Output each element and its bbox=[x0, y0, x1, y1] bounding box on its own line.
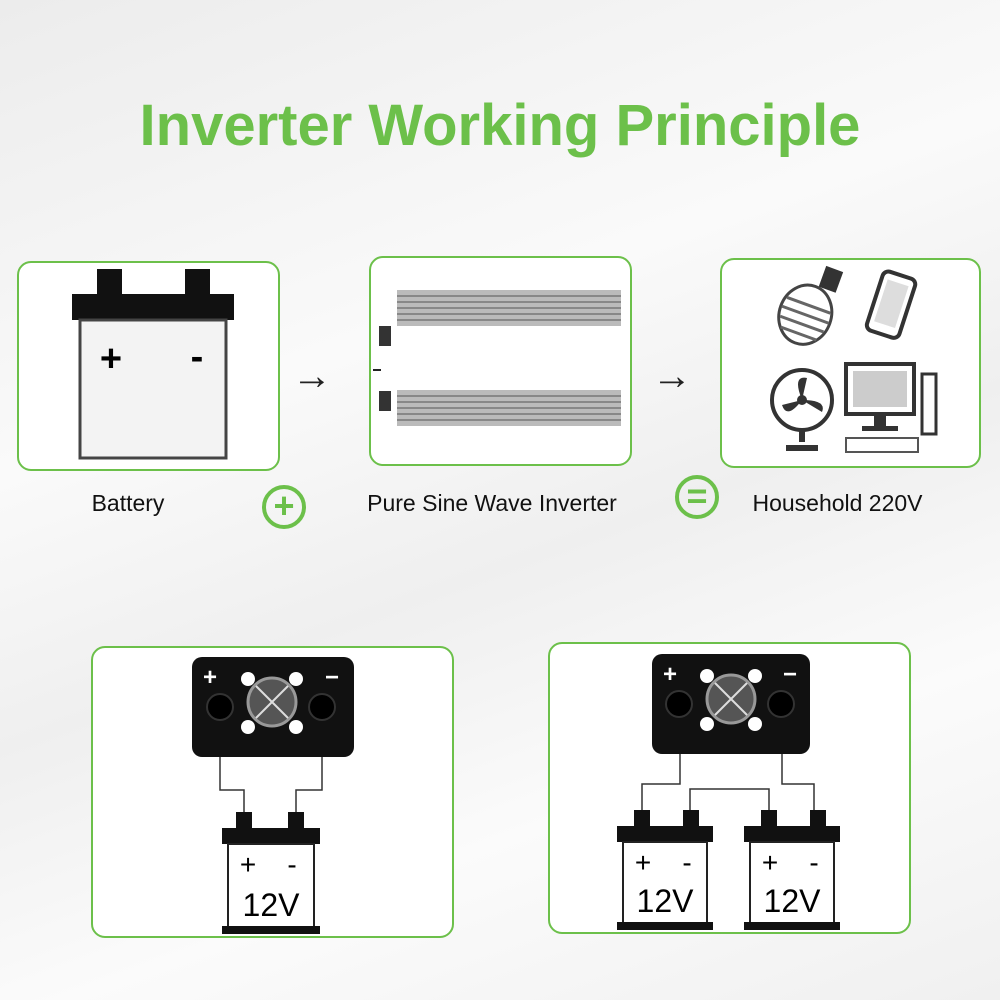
battery-voltage: 12V bbox=[637, 883, 695, 919]
plus-icon: + bbox=[262, 485, 306, 529]
equals-icon: = bbox=[675, 475, 719, 519]
phone-icon bbox=[864, 269, 918, 340]
battery-minus: - bbox=[809, 847, 818, 878]
inverter-icon bbox=[373, 290, 621, 426]
household-label: Household 220V bbox=[752, 490, 923, 516]
single-battery-wiring-card: + − + - 12V bbox=[91, 646, 454, 938]
inverter-minus: − bbox=[783, 661, 797, 688]
inverter-icon: + − bbox=[192, 657, 354, 757]
household-appliances-icon bbox=[770, 265, 938, 453]
arrow-icon: → bbox=[652, 354, 692, 398]
inverter-card bbox=[369, 256, 632, 466]
series-battery-wiring-card: + − + - 12V + - 12V bbox=[548, 642, 911, 934]
battery-plus: + bbox=[762, 847, 778, 878]
battery-plus: + bbox=[240, 849, 256, 880]
series-battery-wiring-diagram: + − + - 12V + - 12V bbox=[617, 654, 840, 930]
battery-voltage: 12V bbox=[764, 883, 822, 919]
battery-card: + - bbox=[17, 261, 280, 471]
inverter-plus: + bbox=[663, 661, 677, 688]
bulb-icon bbox=[777, 265, 844, 346]
battery-minus: - bbox=[191, 336, 204, 378]
battery-plus: + bbox=[635, 847, 651, 878]
household-card bbox=[720, 258, 981, 468]
inverter-minus: − bbox=[325, 664, 339, 691]
page-title: Inverter Working Principle bbox=[139, 93, 861, 158]
battery-minus: - bbox=[287, 849, 296, 880]
battery-voltage: 12V bbox=[243, 887, 301, 923]
single-battery-wiring-diagram: + − + - 12V bbox=[192, 657, 354, 934]
battery-minus: - bbox=[682, 847, 691, 878]
battery-icon: + - 12V bbox=[222, 812, 320, 934]
inverter-plus: + bbox=[203, 664, 217, 691]
arrow-icon: → bbox=[292, 354, 332, 398]
battery-icon: + - bbox=[72, 269, 234, 460]
computer-icon bbox=[844, 362, 938, 453]
fan-icon bbox=[770, 368, 834, 451]
battery-plus: + bbox=[100, 338, 122, 380]
battery-icon: + - 12V bbox=[617, 810, 713, 930]
inverter-label: Pure Sine Wave Inverter bbox=[367, 490, 617, 516]
inverter-icon: + − bbox=[652, 654, 810, 754]
battery-label: Battery bbox=[91, 490, 165, 516]
battery-icon: + - 12V bbox=[744, 810, 840, 930]
